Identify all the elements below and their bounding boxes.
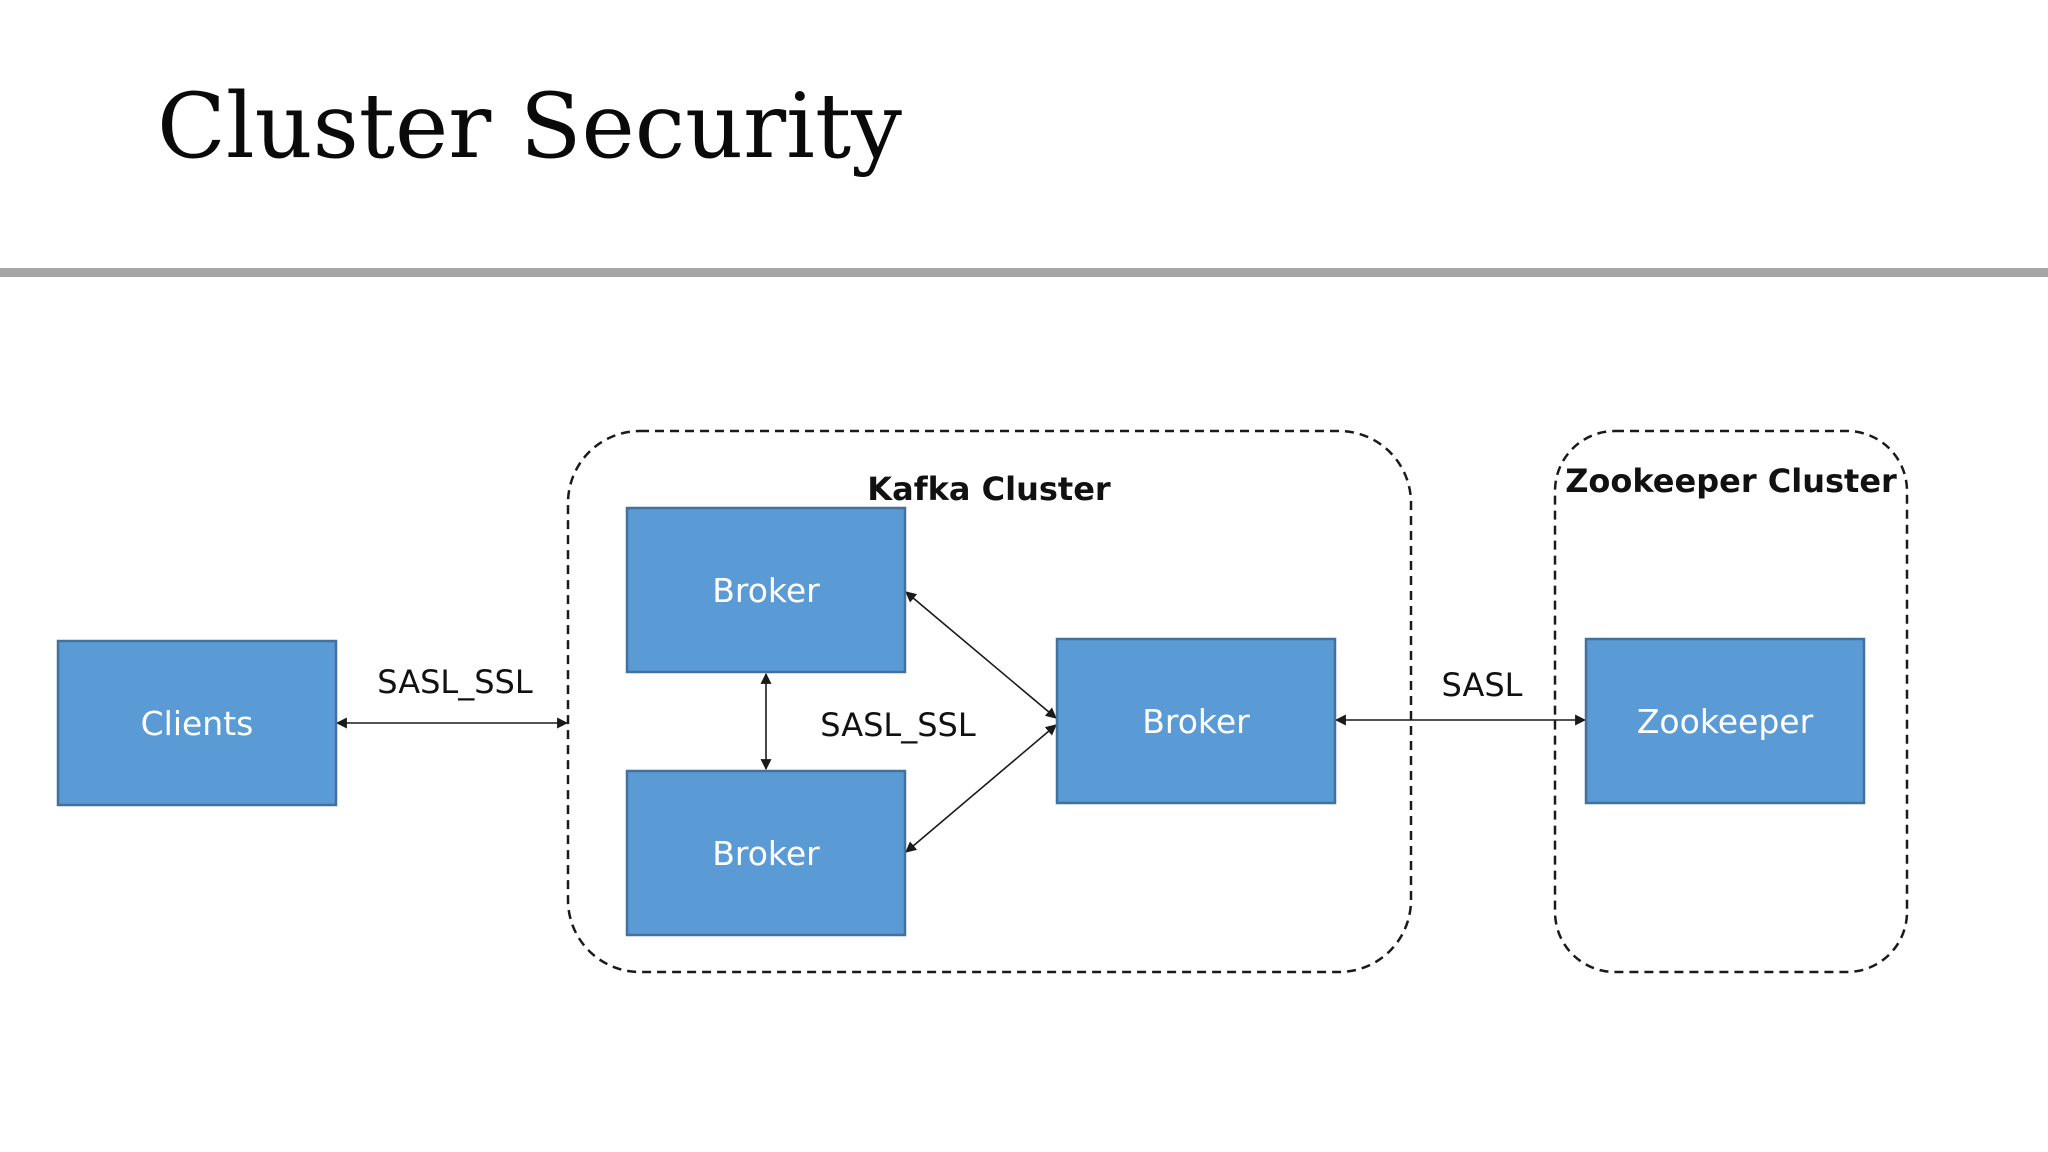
broker-node-top: Broker — [625, 506, 907, 674]
zookeeper-node-label: Zookeeper — [1637, 702, 1814, 741]
zookeeper-cluster-label: Zookeeper Cluster — [1565, 462, 1897, 500]
clients-node: Clients — [56, 639, 338, 807]
zookeeper-edge-label: SASL — [1442, 666, 1523, 704]
broker-top-right-connector — [905, 591, 1057, 719]
clients-edge-label: SASL_SSL — [377, 663, 533, 701]
title-divider — [0, 268, 2048, 277]
broker-right-label: Broker — [1142, 702, 1250, 741]
kafka-cluster-boundary — [566, 429, 1413, 974]
broker-bottom-label: Broker — [712, 834, 820, 873]
broker-top-label: Broker — [712, 571, 820, 610]
broker-node-right: Broker — [1055, 637, 1337, 805]
broker-bottom-right-connector — [905, 724, 1057, 853]
inter-broker-edge-label: SASL_SSL — [820, 706, 976, 744]
kafka-cluster-label: Kafka Cluster — [867, 470, 1111, 508]
clients-node-label: Clients — [141, 704, 254, 743]
zookeeper-node: Zookeeper — [1584, 637, 1866, 805]
slide-title: Cluster Security — [157, 74, 902, 179]
broker-node-bottom: Broker — [625, 769, 907, 937]
